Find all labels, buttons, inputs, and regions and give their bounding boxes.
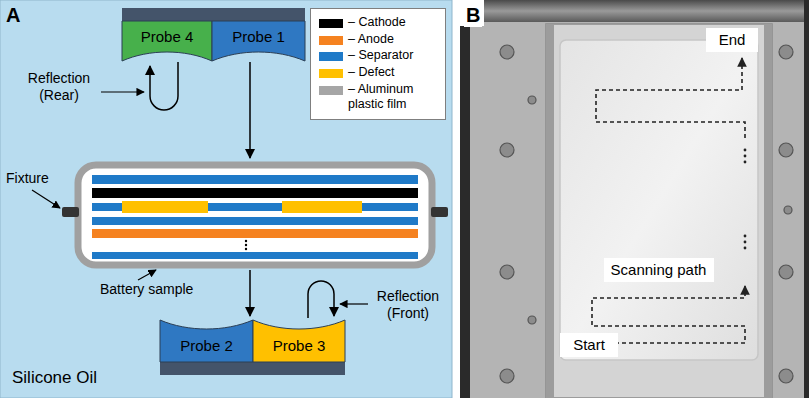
- node-shape: [706, 28, 758, 52]
- ellipsis-dot: [744, 149, 747, 152]
- fixture: [431, 207, 448, 217]
- screw: [779, 265, 793, 279]
- probe-box: Probe 1: [212, 21, 305, 61]
- legend-swatch: [319, 69, 343, 78]
- ellipsis-dot: [744, 155, 747, 158]
- screw: [779, 45, 793, 59]
- text-box: Start: [560, 333, 618, 357]
- legend-row: – Separator: [319, 48, 441, 64]
- legend-swatch: [319, 19, 343, 28]
- legend-row: – Cathode: [319, 15, 441, 31]
- anode-layer: [92, 229, 418, 238]
- panel-letter: A: [6, 3, 20, 27]
- ellipsis-dot: [744, 235, 747, 238]
- legend: – Cathode– Anode– Separator– Defect– Alu…: [310, 8, 446, 120]
- legend-label: – Defect: [348, 65, 440, 81]
- scanner-frame: [470, 0, 804, 398]
- clamp-rail: [764, 24, 772, 398]
- leader-arrow: [138, 270, 156, 280]
- defect: [122, 201, 208, 213]
- beam-arrow: [249, 270, 251, 316]
- ellipsis-dot: [744, 247, 747, 250]
- ellipsis-dot: [744, 161, 747, 164]
- screw: [784, 206, 792, 214]
- cathode-layer: [92, 188, 418, 198]
- node-shape: [560, 333, 618, 357]
- oil-bath: [0, 0, 452, 398]
- leader-arrow: [32, 190, 60, 208]
- ellipsis-dot: [245, 244, 247, 246]
- screw: [500, 143, 514, 157]
- separator-layer: [92, 217, 418, 225]
- fixture: [62, 207, 79, 217]
- node-label: Probe 3: [273, 337, 326, 354]
- screw: [528, 96, 536, 104]
- probe-box: Probe 3: [253, 320, 345, 362]
- clamp-window: [546, 24, 772, 398]
- node-label: End: [719, 31, 746, 48]
- scan-line: [596, 58, 745, 138]
- text-box: Scanning path: [604, 258, 714, 282]
- annotation: Silicone Oil: [12, 368, 97, 388]
- node-shape: [122, 21, 212, 61]
- annotation: Reflection (Rear): [20, 70, 98, 104]
- leader-arrow: [340, 303, 368, 304]
- photo-ground: [460, 0, 809, 398]
- node-label: Probe 2: [180, 337, 233, 354]
- ellipsis-dot: [744, 241, 747, 244]
- beam-arrow: [249, 62, 251, 158]
- node-label: Probe 1: [232, 28, 285, 45]
- probe-holder: [160, 362, 345, 375]
- defect: [282, 201, 362, 213]
- screw: [779, 143, 793, 157]
- probe-holder: [122, 8, 305, 21]
- node-shape: [604, 258, 714, 282]
- legend-swatch: [319, 52, 343, 61]
- screw: [500, 45, 514, 59]
- label-patch: [460, 0, 484, 26]
- annotation: Reflection (Front): [368, 288, 448, 322]
- ellipsis-dot: [245, 240, 247, 242]
- legend-row: – Anode: [319, 32, 441, 48]
- leader-arrow: [101, 91, 144, 92]
- screw: [528, 316, 536, 324]
- clamp-rail: [546, 24, 554, 398]
- node-shape: [253, 320, 345, 362]
- reflection-arrow: [308, 281, 334, 318]
- legend-label: – Separator: [348, 48, 440, 64]
- separator-layer: [92, 175, 418, 184]
- legend-swatch: [319, 36, 343, 45]
- node-label: Start: [573, 336, 605, 353]
- annotation: Battery sample: [100, 281, 193, 298]
- node-shape: [212, 21, 305, 61]
- probe-box: Probe 4: [122, 21, 212, 61]
- scanner-roller: [470, 0, 804, 22]
- legend-swatch: [319, 86, 343, 95]
- node-label: Scanning path: [611, 261, 707, 278]
- legend-row: – Aluminum plastic film: [319, 82, 441, 113]
- legend-label: – Cathode: [348, 15, 440, 31]
- panel-letter: B: [464, 3, 482, 27]
- text-box: End: [706, 28, 758, 52]
- pouch-film: [78, 165, 432, 265]
- legend-row: – Defect: [319, 65, 441, 81]
- ellipsis-dot: [245, 248, 247, 250]
- screw: [500, 369, 514, 383]
- screw: [779, 369, 793, 383]
- screws: [500, 45, 793, 383]
- annotation: Fixture: [6, 170, 49, 187]
- node-label: Probe 4: [141, 28, 194, 45]
- separator-layer: [92, 252, 418, 259]
- ellipsis: [744, 149, 747, 250]
- reflection-arrow: [150, 62, 178, 110]
- pouch-cell: [560, 40, 758, 360]
- probe-box: Probe 2: [160, 320, 253, 362]
- node-shape: [160, 320, 253, 362]
- legend-label: – Aluminum plastic film: [348, 82, 440, 113]
- screw: [500, 265, 514, 279]
- legend-label: – Anode: [348, 32, 440, 48]
- scanning-path: [566, 58, 745, 343]
